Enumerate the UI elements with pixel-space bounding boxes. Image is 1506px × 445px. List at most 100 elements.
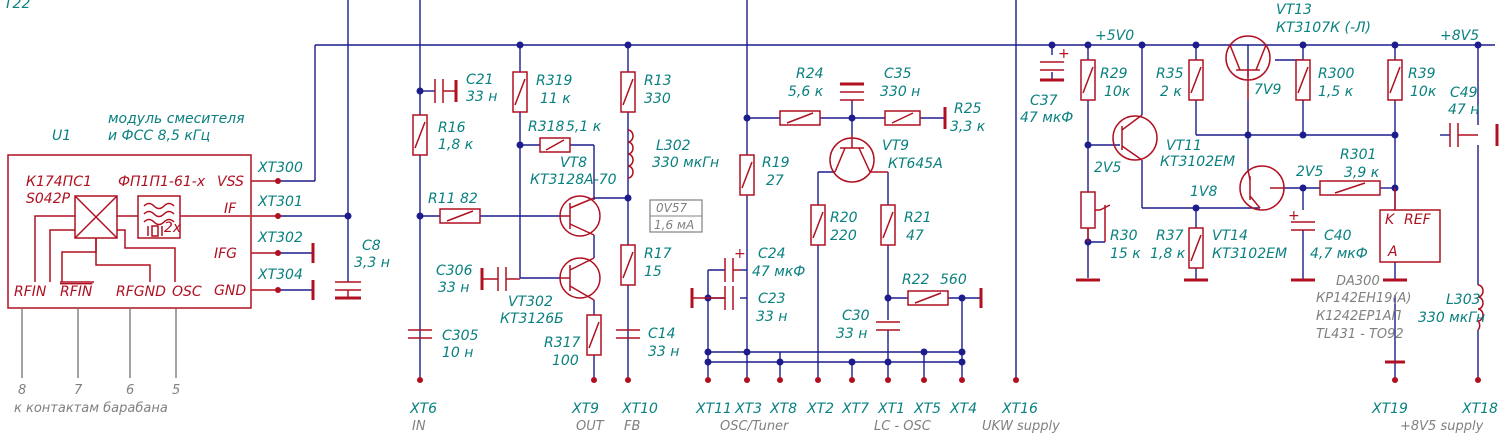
c40-ref: C40 [1324, 228, 1352, 244]
r20-ref: R20 [830, 210, 858, 226]
c24-ref: C24 [758, 246, 786, 262]
r20-value: 220 [830, 228, 857, 244]
r21-ref: R21 [904, 210, 932, 226]
pin-gnd: GND [214, 283, 246, 299]
ic-name-2: S042P [26, 191, 71, 207]
resistors [412, 59, 1403, 356]
measure-voltage: 0V57 [656, 201, 687, 215]
da300-alt1: КР142ЕН19(А) [1316, 291, 1411, 306]
r13-value: 330 [644, 91, 671, 107]
r37-ref: R37 [1156, 228, 1184, 244]
da300-alt3: TL431 - TO92 [1316, 327, 1404, 342]
r24-ref: R24 [796, 66, 824, 82]
c21-value: 33 н [466, 89, 497, 105]
r319-value: 11 к [540, 91, 571, 107]
r22-value: 560 [940, 272, 967, 288]
filter-name: ФП1П1-61-х [118, 174, 206, 190]
pin-rfgnd: RFGND [116, 284, 166, 300]
filter-mult: 2x [164, 220, 182, 236]
conn-xt11: XT11 [695, 401, 732, 417]
r11-value: 82 [460, 191, 478, 207]
conn-xt7: XT7 [841, 401, 869, 417]
r30-value: 15 к [1110, 246, 1141, 262]
conn-xt19: XT19 [1371, 401, 1408, 417]
r24-value: 5,6 к [788, 84, 824, 100]
c24-plus: + [734, 246, 746, 262]
c305-value: 10 н [442, 345, 473, 361]
c306-ref: C306 [436, 263, 473, 279]
ic-name-1: К174ПС1 [26, 174, 92, 190]
da300-pin-ref: REF [1404, 212, 1432, 228]
ic-da300 [1379, 188, 1441, 263]
vt9-value: КТ645А [888, 156, 943, 172]
r39-ref: R39 [1408, 66, 1436, 82]
r25-ref: R25 [954, 101, 982, 117]
da300-alt2: К1242ЕР1АП [1316, 309, 1402, 324]
c49-ref: C49 [1450, 85, 1478, 101]
pin-if: IF [224, 201, 237, 217]
c40-plus: + [1288, 208, 1300, 224]
vt11-ref: VT11 [1166, 138, 1202, 154]
measurement-box [649, 199, 703, 233]
conn-xt4: XT4 [949, 401, 977, 417]
c30-ref: C30 [842, 308, 870, 324]
conn-xt16-sub: UKW supply [982, 419, 1060, 434]
da300-pin-k: K [1385, 212, 1396, 228]
inductors [627, 129, 1484, 331]
vt14-ref: VT14 [1212, 228, 1248, 244]
r22-ref: R22 [902, 272, 930, 288]
conn-xt8: XT8 [769, 401, 797, 417]
c21-ref: C21 [466, 72, 494, 88]
conn-xt6-sub: IN [412, 419, 426, 434]
c37-ref: C37 [1030, 93, 1058, 109]
vt302-ref: VT302 [508, 294, 553, 310]
junctions [344, 41, 1482, 366]
r16-value: 1,8 к [438, 137, 474, 153]
conn-xt1: XT1 [877, 401, 905, 417]
c40-value: 4,7 мкФ [1310, 246, 1368, 262]
vt8-value: КТ3128А-70 [530, 172, 617, 188]
module-caption-2: и ФСС 8,5 кГц [108, 128, 210, 144]
conn-xt301: XT301 [257, 194, 303, 210]
c305-ref: C305 [442, 328, 479, 344]
c8-ref: C8 [362, 238, 381, 254]
c23-value: 33 н [756, 309, 787, 325]
vt13-value: КТ3107К (-Л) [1276, 20, 1371, 36]
c14-ref: C14 [648, 326, 676, 342]
conn-xt6: XT6 [409, 401, 437, 417]
r300-value: 1,5 к [1318, 84, 1354, 100]
r317-value: 100 [552, 353, 579, 369]
r318-value: 5,1 к [566, 119, 602, 135]
vt14-value: КТ3102ЕМ [1212, 246, 1287, 262]
transistors [559, 35, 1285, 301]
pin-number-8: 8 [18, 383, 26, 398]
c306-value: 33 н [438, 280, 469, 296]
top-label: T22 [4, 0, 30, 12]
r35-ref: R35 [1156, 66, 1184, 82]
module-caption-1: модуль смесителя [108, 111, 245, 127]
c37-value: 47 мкФ [1020, 110, 1073, 126]
r25-value: 3,3 к [950, 119, 986, 135]
conn-xt10: XT10 [621, 401, 658, 417]
pin-vss: VSS [217, 174, 244, 190]
measure-current: 1,6 мА [654, 218, 694, 232]
connector-pins [417, 377, 1481, 383]
c35-value: 330 н [880, 84, 920, 100]
r301-value: 3,9 к [1344, 165, 1380, 181]
r29-ref: R29 [1100, 66, 1128, 82]
c37-plus: + [1058, 46, 1070, 62]
pin-osc: OSC [172, 284, 202, 300]
c35-ref: C35 [884, 66, 912, 82]
node-1v8: 1V8 [1190, 184, 1217, 200]
r17-ref: R17 [644, 246, 672, 262]
c14-value: 33 н [648, 344, 679, 360]
node-7v9: 7V9 [1254, 82, 1281, 98]
conn-xt18: XT18 [1461, 401, 1498, 417]
group-osc-tuner: OSC/Tuner [720, 419, 790, 434]
r35-value: 2 к [1160, 84, 1182, 100]
pin-rfin-inv: RFIN [60, 284, 93, 300]
l303-ref: L303 [1446, 292, 1481, 308]
ground-symbols [311, 78, 1499, 364]
conn-xt302: XT302 [257, 230, 303, 246]
